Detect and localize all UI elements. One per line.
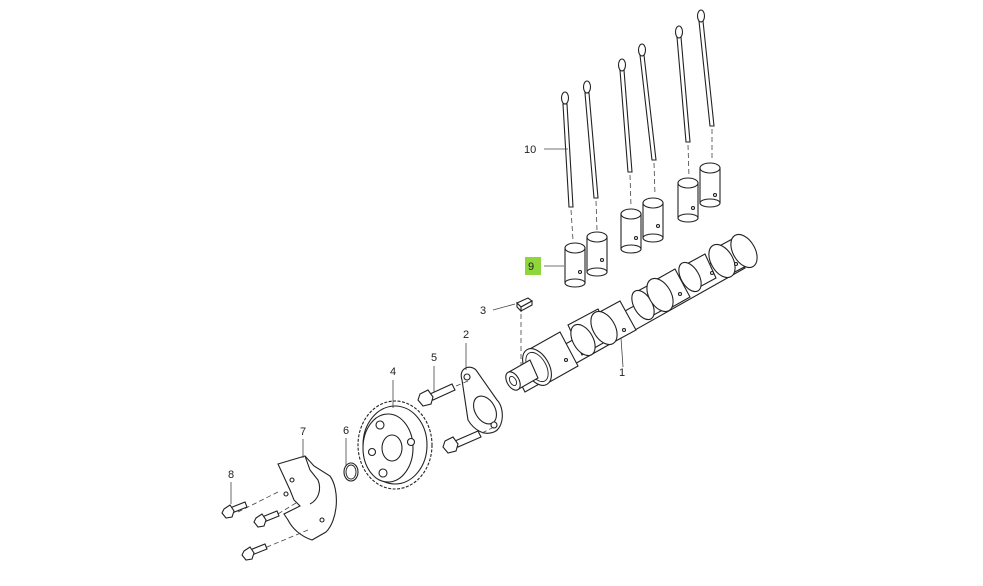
tappet[interactable] — [620, 208, 642, 254]
leader-1 — [620, 337, 624, 368]
screw[interactable] — [221, 501, 248, 519]
screw[interactable] — [241, 543, 268, 561]
callout-10: 10 — [524, 144, 536, 156]
callout-1: 1 — [619, 367, 625, 379]
push-rod[interactable] — [582, 80, 599, 231]
callout-8: 8 — [228, 469, 234, 481]
cam-lobe — [678, 253, 717, 293]
push-rod[interactable] — [637, 43, 657, 196]
cam-journal — [646, 268, 691, 313]
callout-labels: 1 2 3 4 5 6 7 8 9 10 — [228, 144, 625, 481]
push-rod[interactable] — [696, 9, 715, 160]
woodruff-key[interactable] — [516, 297, 534, 370]
callout-6: 6 — [343, 425, 349, 437]
callout-5: 5 — [431, 352, 437, 364]
push-rod[interactable] — [560, 91, 574, 241]
cover-plate[interactable] — [237, 455, 337, 553]
callout-4: 4 — [390, 366, 396, 378]
cam-journal — [708, 233, 758, 279]
screw[interactable] — [253, 510, 280, 528]
bolt[interactable] — [442, 426, 495, 454]
bolt[interactable] — [417, 380, 469, 407]
tappet[interactable] — [586, 231, 608, 277]
push-rods[interactable] — [560, 9, 715, 241]
front-journal — [522, 331, 579, 386]
callout-9-highlight — [525, 257, 541, 275]
callout-3: 3 — [480, 305, 486, 317]
callout-9: 9 — [528, 261, 534, 273]
retaining-ring[interactable] — [343, 462, 359, 482]
thrust-plate[interactable] — [460, 366, 503, 434]
tappets[interactable] — [564, 162, 721, 288]
leader-lines — [230, 148, 624, 504]
cam-gear[interactable] — [357, 400, 433, 490]
camshaft[interactable] — [503, 230, 763, 393]
camshaft-nose — [505, 359, 539, 391]
tappet[interactable] — [564, 242, 586, 288]
tappet[interactable] — [642, 197, 664, 243]
leader-3 — [492, 303, 516, 311]
tappet[interactable] — [677, 177, 699, 223]
callout-7: 7 — [300, 426, 306, 438]
callout-2: 2 — [463, 329, 469, 341]
cam-journal — [590, 300, 637, 346]
push-rod[interactable] — [617, 58, 633, 207]
push-rod[interactable] — [674, 25, 691, 178]
tappet[interactable] — [699, 162, 721, 208]
